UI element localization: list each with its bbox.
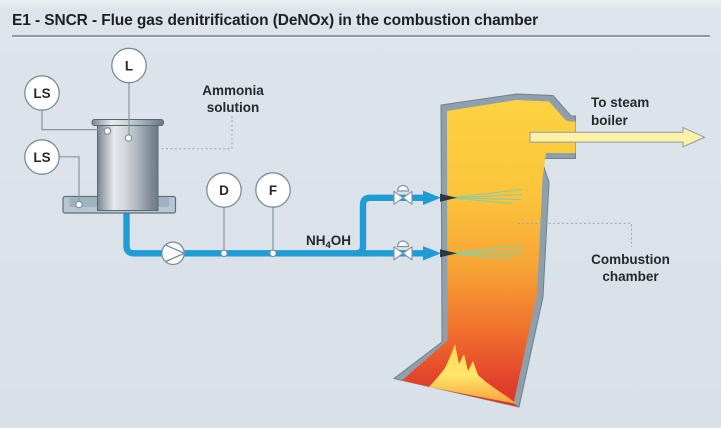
tank-switch-tap-dot	[103, 127, 112, 135]
lower-valve-icon	[393, 240, 413, 261]
density-indicator: D	[206, 172, 242, 208]
level-switch-bottom: LS	[24, 139, 60, 175]
chemical-label: NH4OH	[306, 233, 351, 251]
combustion-label-connector	[518, 222, 632, 247]
flow-indicator: F	[255, 172, 291, 208]
combustion-chamber	[392, 93, 576, 408]
steam-arrow-icon	[529, 126, 706, 148]
tank-body	[97, 123, 159, 211]
level-indicator: L	[111, 47, 147, 84]
lower-nozzle-icon	[440, 249, 457, 258]
main-pipe	[123, 210, 424, 257]
instrument-bubbles: L LS LS D F	[24, 47, 291, 208]
ammonia-tank	[91, 119, 164, 211]
density-tap-dot	[220, 249, 228, 258]
upper-valve-icon	[393, 184, 413, 205]
pump-icon	[161, 241, 186, 266]
upper-pipe-arrowhead-icon	[423, 190, 441, 205]
steam-label-line1: To steam	[591, 95, 649, 110]
steam-label-line2: boiler	[591, 113, 629, 128]
tank-level-tap-dot	[124, 134, 133, 142]
ammonia-piping	[123, 194, 424, 257]
ammonia-label-connector	[161, 116, 233, 150]
level-indicator-label: L	[125, 58, 133, 73]
level-switch-top-label: LS	[33, 86, 50, 101]
page-title: E1 - SNCR - Flue gas denitrification (De…	[12, 12, 539, 29]
instrument-lines	[41, 82, 274, 250]
level-switch-top: LS	[24, 75, 60, 111]
level-switch-bottom-label: LS	[33, 150, 50, 165]
title-divider	[12, 35, 710, 37]
flow-tap-dot	[269, 249, 277, 258]
flow-indicator-label: F	[269, 183, 277, 198]
ammonia-label-line1: Ammonia	[202, 83, 264, 98]
connection-dots	[75, 127, 277, 258]
density-indicator-label: D	[219, 183, 229, 198]
chamber-interior	[402, 100, 576, 407]
branch-pipe	[355, 194, 424, 257]
level-switch-top-line	[41, 110, 104, 131]
flame	[429, 344, 517, 404]
lower-spray	[452, 244, 524, 260]
lower-pipe-arrowhead-icon	[423, 246, 441, 261]
annotation-labels: Ammonia solution NH4OH To steam boiler C…	[202, 83, 670, 284]
tray-switch-tap-dot	[75, 200, 83, 209]
ammonia-label-line2: solution	[207, 100, 260, 115]
upper-nozzle-icon	[440, 193, 457, 202]
tank-lid	[91, 119, 164, 126]
upper-spray	[452, 188, 524, 205]
combustion-label-line1: Combustion	[591, 252, 670, 267]
combustion-label-line2: chamber	[602, 269, 659, 284]
level-switch-bottom-line	[59, 156, 80, 202]
